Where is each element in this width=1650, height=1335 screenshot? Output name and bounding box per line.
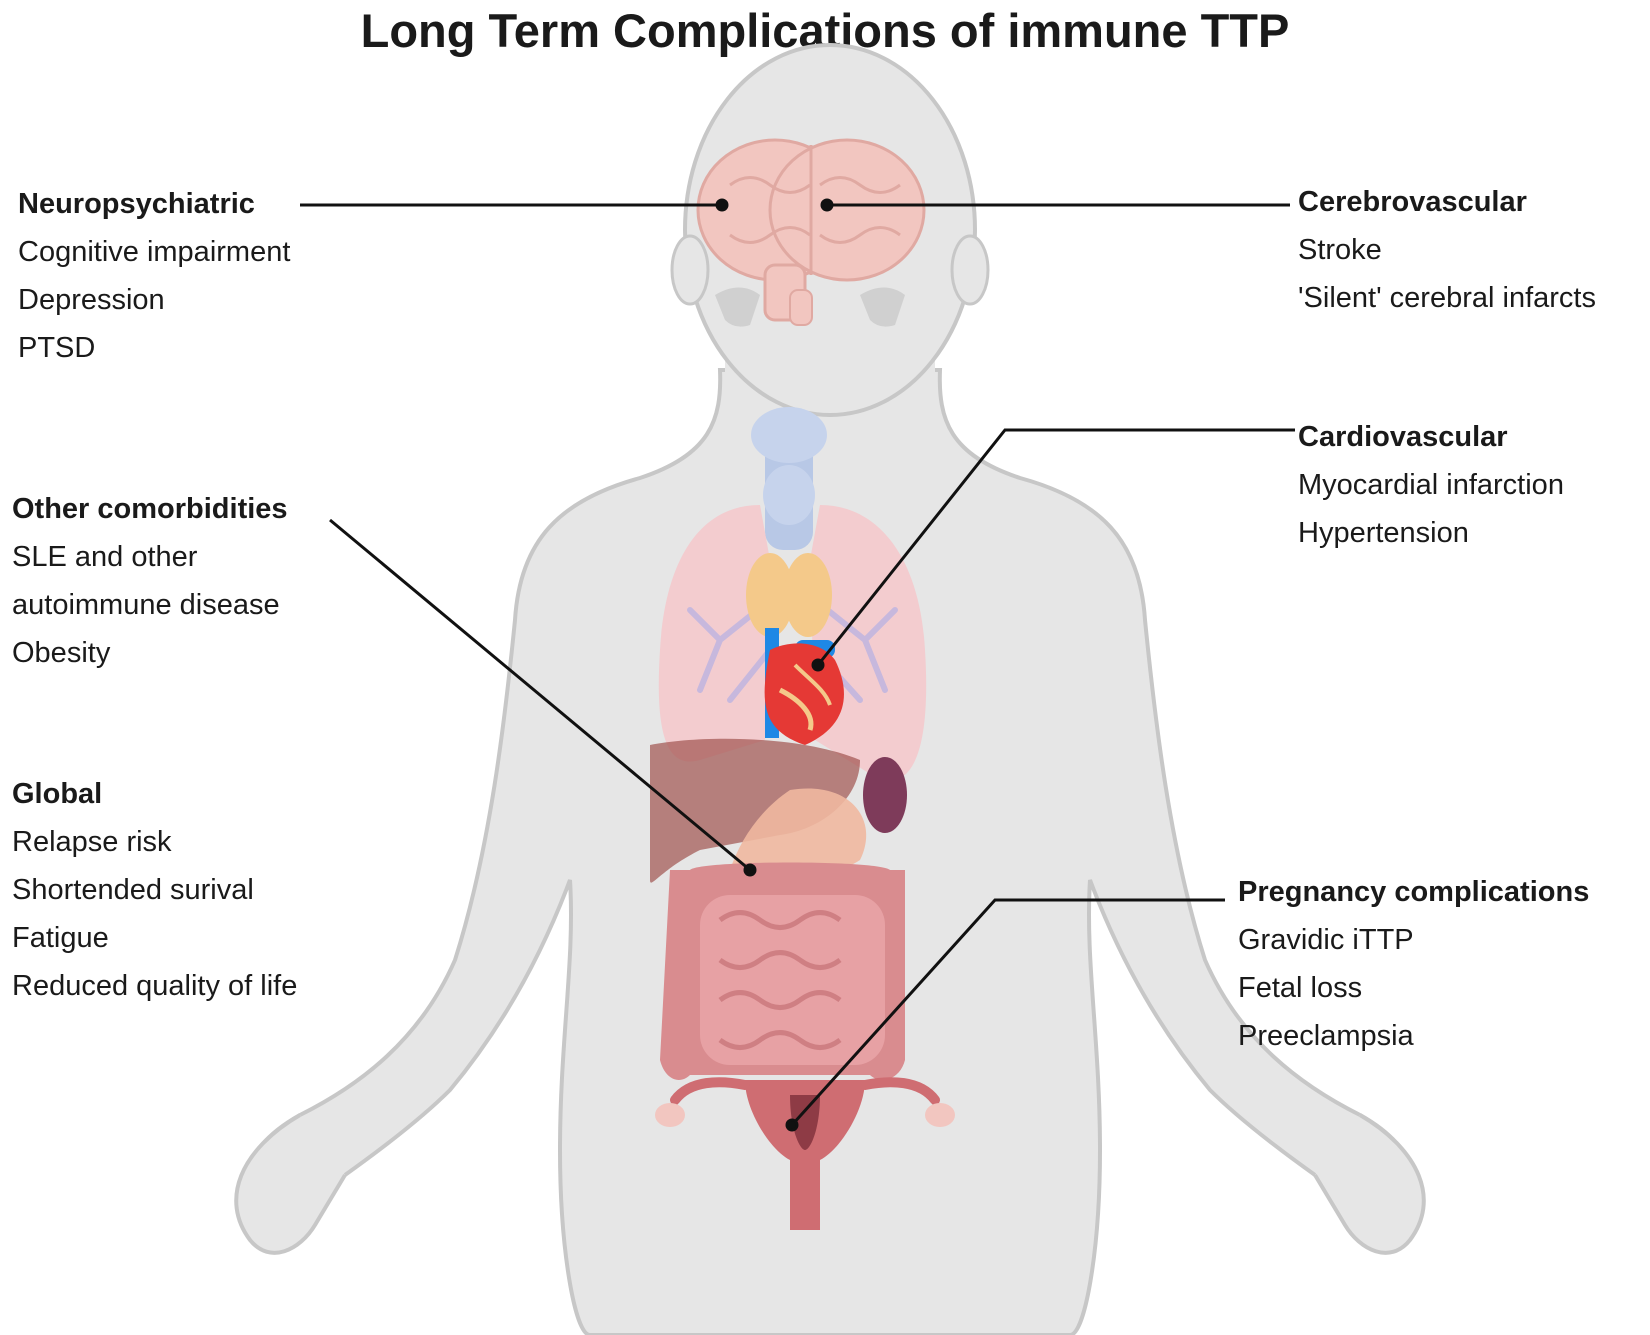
brain (696, 138, 926, 327)
thyroid (746, 553, 832, 637)
right-hand (1313, 1113, 1426, 1255)
liver (650, 738, 860, 883)
anchor-cardiovascular (811, 658, 825, 672)
anchor-neuropsychiatric (715, 198, 729, 212)
global-item-2: Shortended surival (12, 874, 254, 906)
global-heading: Global (12, 778, 103, 810)
leader-other-comorbidities (329, 518, 751, 872)
abdominal-organs (650, 738, 907, 883)
heart (764, 628, 844, 745)
neuropsychiatric-item-1: Cognitive impairment (18, 236, 291, 268)
anchor-pregnancy (785, 1118, 799, 1132)
pregnancy-group: Pregnancy complications Gravidic iTTP Fe… (1238, 868, 1589, 1060)
anchor-other-comorbidities (743, 863, 757, 877)
pregnancy-item-1: Gravidic iTTP (1238, 924, 1414, 956)
cardiovascular-heading: Cardiovascular (1298, 421, 1508, 453)
leader-lines (300, 198, 1295, 1132)
cardiovascular-item-2: Hypertension (1298, 517, 1469, 549)
neuropsychiatric-heading: Neuropsychiatric (18, 188, 255, 220)
cerebrovascular-group: Cerebrovascular Stroke 'Silent' cerebral… (1298, 178, 1596, 322)
neuropsychiatric-group: Neuropsychiatric Cognitive impairment De… (18, 180, 290, 372)
uterus (655, 1077, 955, 1230)
anchor-cerebrovascular (820, 198, 834, 212)
pregnancy-item-3: Preeclampsia (1238, 1020, 1414, 1052)
global-item-3: Fatigue (12, 922, 109, 954)
leader-cardiovascular (816, 428, 1295, 666)
left-hand (234, 1113, 347, 1255)
other-comorbidities-item-1: SLE and other (12, 541, 198, 573)
trachea (751, 407, 827, 550)
global-item-4: Reduced quality of life (12, 970, 298, 1002)
pregnancy-heading: Pregnancy complications (1238, 876, 1590, 908)
global-group: Global Relapse risk Shortended surival F… (12, 770, 297, 1010)
cardiovascular-group: Cardiovascular Myocardial infarction Hyp… (1298, 413, 1564, 557)
right-ear (950, 234, 990, 306)
other-comorbidities-item-3: Obesity (12, 637, 111, 669)
cardiovascular-item-1: Myocardial infarction (1298, 469, 1564, 501)
leader-pregnancy (790, 898, 1225, 1127)
other-comorbidities-heading: Other comorbidities (12, 493, 288, 525)
cerebrovascular-heading: Cerebrovascular (1298, 186, 1527, 218)
global-item-1: Relapse risk (12, 826, 172, 858)
spleen (863, 757, 907, 833)
cerebrovascular-item-2: 'Silent' cerebral infarcts (1298, 282, 1596, 314)
other-comorbidities-group: Other comorbidities SLE and other autoim… (12, 485, 288, 677)
other-comorbidities-item-2: autoimmune disease (12, 589, 280, 621)
neuropsychiatric-item-3: PTSD (18, 332, 96, 364)
small-intestine (700, 895, 885, 1065)
intestines (660, 862, 905, 1080)
left-ear (670, 234, 710, 306)
stomach (730, 788, 867, 877)
cerebrovascular-item-1: Stroke (1298, 234, 1382, 266)
pregnancy-item-2: Fetal loss (1238, 972, 1363, 1004)
neuropsychiatric-item-2: Depression (18, 284, 165, 316)
